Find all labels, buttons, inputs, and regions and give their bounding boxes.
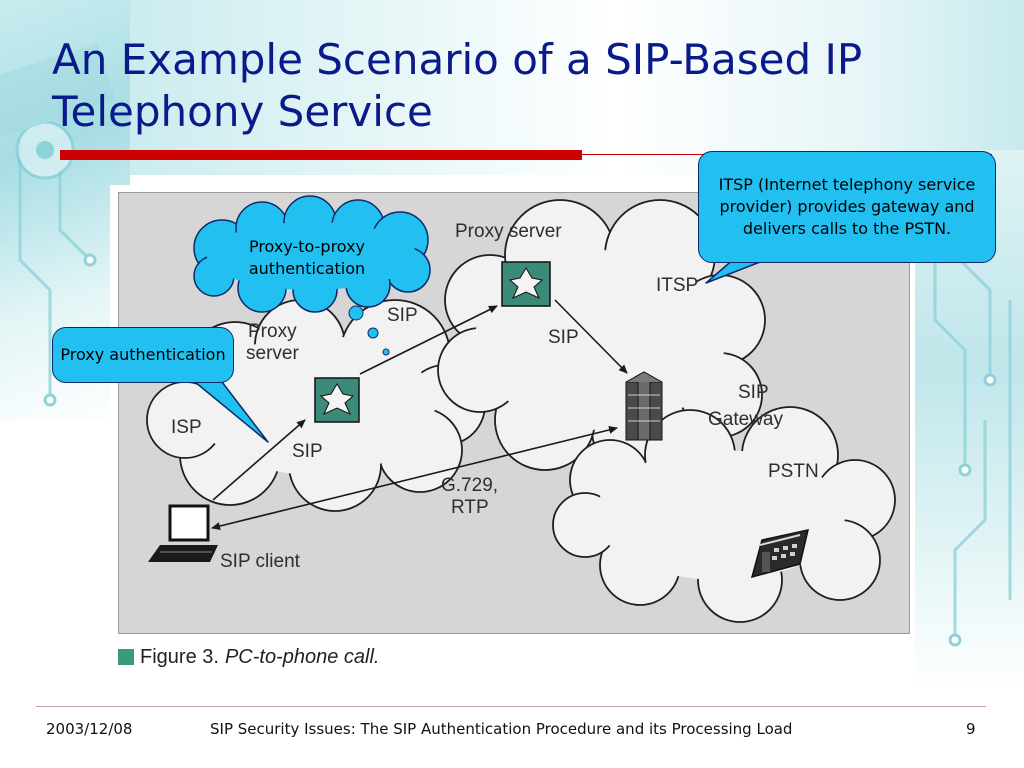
title-underline-bar: [60, 150, 582, 160]
label-sip-proxy-to-proxy: SIP: [387, 305, 418, 326]
proxy-to-proxy-callout-text: Proxy-to-proxy authentication: [248, 237, 366, 278]
telephone-icon: [750, 529, 810, 579]
footer-divider: [36, 706, 986, 707]
thought-dot-large: [348, 305, 364, 321]
label-proxy-server-isp-line1: Proxy: [248, 321, 297, 342]
slide-title: An Example Scenario of a SIP-Based IP Te…: [52, 35, 863, 136]
footer-page-number: 9: [966, 720, 976, 738]
thought-dot-medium: [367, 327, 379, 339]
laptop-icon: [148, 504, 218, 562]
caption-marker-square: [118, 649, 134, 665]
footer-topic: SIP Security Issues: The SIP Authenticat…: [210, 720, 793, 738]
label-codec-line1: G.729,: [441, 475, 499, 496]
label-sip-gateway-line1: SIP: [738, 382, 769, 403]
caption-prefix: Figure 3.: [140, 645, 219, 668]
proxy-to-proxy-arrow: [359, 305, 498, 375]
label-sip-client: SIP client: [220, 551, 300, 572]
label-isp: ISP: [171, 417, 202, 438]
label-sip-gateway-line2: Gateway: [708, 409, 783, 430]
gateway-icon: [625, 371, 663, 441]
itsp-callout: ITSP (Internet telephony service provide…: [698, 151, 996, 263]
label-proxy-server-itsp: Proxy server: [455, 221, 562, 242]
label-pstn: PSTN: [768, 461, 819, 482]
caption-text: PC-to-phone call.: [224, 645, 380, 668]
proxy-server-icon-isp: [314, 377, 360, 423]
label-itsp: ITSP: [656, 275, 699, 296]
background-top: [0, 0, 1024, 175]
proxy-to-proxy-thought-cloud: [193, 195, 431, 313]
label-sip-client-to-proxy: SIP: [292, 441, 323, 462]
rtp-media-arrow: [211, 426, 618, 530]
label-codec-line2: RTP: [451, 497, 489, 518]
label-proxy-server-isp-line2: server: [246, 343, 299, 364]
proxy-to-gateway-arrow: [554, 299, 628, 374]
footer-date: 2003/12/08: [46, 720, 133, 738]
proxy-server-icon-itsp: [501, 261, 551, 307]
label-sip-proxy-to-gateway: SIP: [548, 327, 579, 348]
thought-dot-small: [382, 348, 390, 356]
figure-caption: Figure 3. PC-to-phone call.: [118, 642, 618, 672]
proxy-auth-callout: Proxy authentication: [52, 327, 234, 383]
